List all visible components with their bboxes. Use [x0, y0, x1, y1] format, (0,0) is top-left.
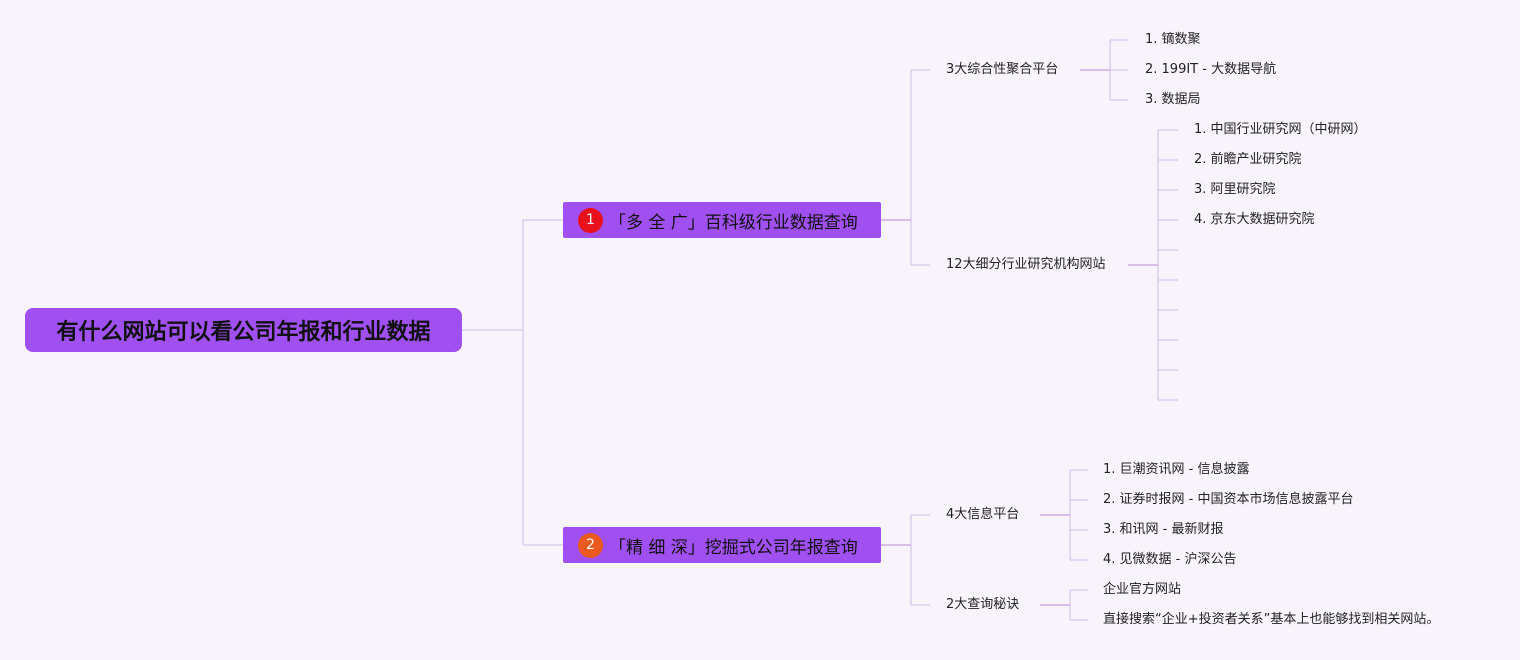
- branch-label: 「精 细 深」挖掘式公司年报查询: [609, 537, 858, 558]
- root-node[interactable]: 有什么网站可以看公司年报和行业数据: [25, 308, 462, 352]
- sub-node-aggregation-platforms[interactable]: 3大综合性聚合平台: [946, 62, 1059, 77]
- leaf-item[interactable]: 2. 前瞻产业研究院: [1194, 152, 1302, 167]
- sub-node-query-tips[interactable]: 2大查询秘诀: [946, 597, 1020, 612]
- leaf-item[interactable]: 直接搜索“企业+投资者关系”基本上也能够找到相关网站。: [1103, 612, 1440, 627]
- number-badge-2: 2: [578, 532, 603, 558]
- leaf-item[interactable]: 1. 中国行业研究网（中研网）: [1194, 122, 1367, 137]
- leaf-item[interactable]: 3. 阿里研究院: [1194, 182, 1276, 197]
- leaf-item[interactable]: 1. 镝数聚: [1145, 32, 1201, 47]
- branch-label: 「多 全 广」百科级行业数据查询: [609, 212, 858, 233]
- leaf-item[interactable]: 4. 见微数据 - 沪深公告: [1103, 552, 1237, 567]
- leaf-item[interactable]: 2. 199IT - 大数据导航: [1145, 62, 1277, 77]
- leaf-item[interactable]: 1. 巨潮资讯网 - 信息披露: [1103, 462, 1250, 477]
- branch-node-annual-report[interactable]: 2 「精 细 深」挖掘式公司年报查询: [563, 527, 881, 563]
- branch-node-comprehensive-data[interactable]: 1 「多 全 广」百科级行业数据查询: [563, 202, 881, 238]
- root-title: 有什么网站可以看公司年报和行业数据: [56, 320, 431, 345]
- sub-node-research-institutes[interactable]: 12大细分行业研究机构网站: [946, 257, 1106, 272]
- sub-node-info-platforms[interactable]: 4大信息平台: [946, 507, 1020, 522]
- number-badge-1: 1: [578, 207, 603, 233]
- leaf-item[interactable]: 3. 数据局: [1145, 92, 1201, 107]
- leaf-item[interactable]: 3. 和讯网 - 最新财报: [1103, 522, 1224, 537]
- leaf-item[interactable]: 企业官方网站: [1103, 582, 1182, 597]
- leaf-item[interactable]: 2. 证券时报网 - 中国资本市场信息披露平台: [1103, 492, 1354, 507]
- leaf-item[interactable]: 4. 京东大数据研究院: [1194, 212, 1315, 227]
